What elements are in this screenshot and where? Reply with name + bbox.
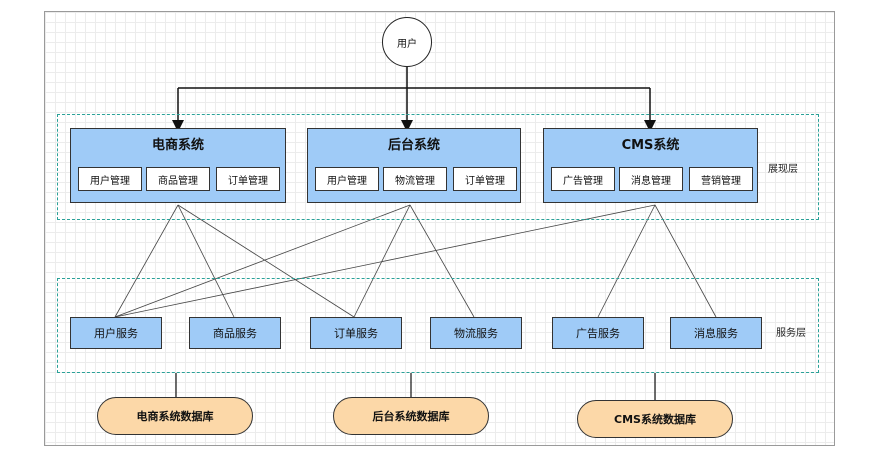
service-user: 用户服务	[70, 317, 162, 349]
module-box: 用户管理	[78, 167, 142, 191]
database-backend: 后台系统数据库	[333, 397, 489, 435]
module-box: 广告管理	[551, 167, 615, 191]
module-box: 商品管理	[146, 167, 210, 191]
service-layer-label: 服务层	[776, 328, 806, 339]
service-message: 消息服务	[670, 317, 762, 349]
module-box: 订单管理	[216, 167, 280, 191]
user-connectors	[172, 67, 656, 132]
system-ecommerce: 电商系统 用户管理 商品管理 订单管理	[70, 128, 286, 203]
module-box: 营销管理	[689, 167, 753, 191]
service-ads: 广告服务	[552, 317, 644, 349]
service-product: 商品服务	[189, 317, 281, 349]
system-title: 后台系统	[387, 138, 440, 153]
presentation-layer-group	[57, 114, 819, 220]
system-title: CMS系统	[621, 138, 680, 153]
service-logistics: 物流服务	[430, 317, 522, 349]
module-box: 订单管理	[453, 167, 517, 191]
system-cms: CMS系统 广告管理 消息管理 营销管理	[543, 128, 758, 203]
database-cms: CMS系统数据库	[577, 400, 733, 438]
system-backend: 后台系统 用户管理 物流管理 订单管理	[307, 128, 521, 203]
service-connectors	[114, 204, 717, 318]
database-connectors	[175, 373, 656, 400]
presentation-layer-label: 展现层	[768, 164, 798, 175]
module-box: 用户管理	[315, 167, 379, 191]
system-title: 电商系统	[151, 138, 204, 153]
service-layer-group	[57, 278, 819, 373]
user-label: 用户	[397, 38, 417, 50]
service-order: 订单服务	[310, 317, 402, 349]
user-node: 用户	[382, 17, 432, 67]
module-box: 物流管理	[383, 167, 447, 191]
database-ecommerce: 电商系统数据库	[97, 397, 253, 435]
module-box: 消息管理	[619, 167, 683, 191]
